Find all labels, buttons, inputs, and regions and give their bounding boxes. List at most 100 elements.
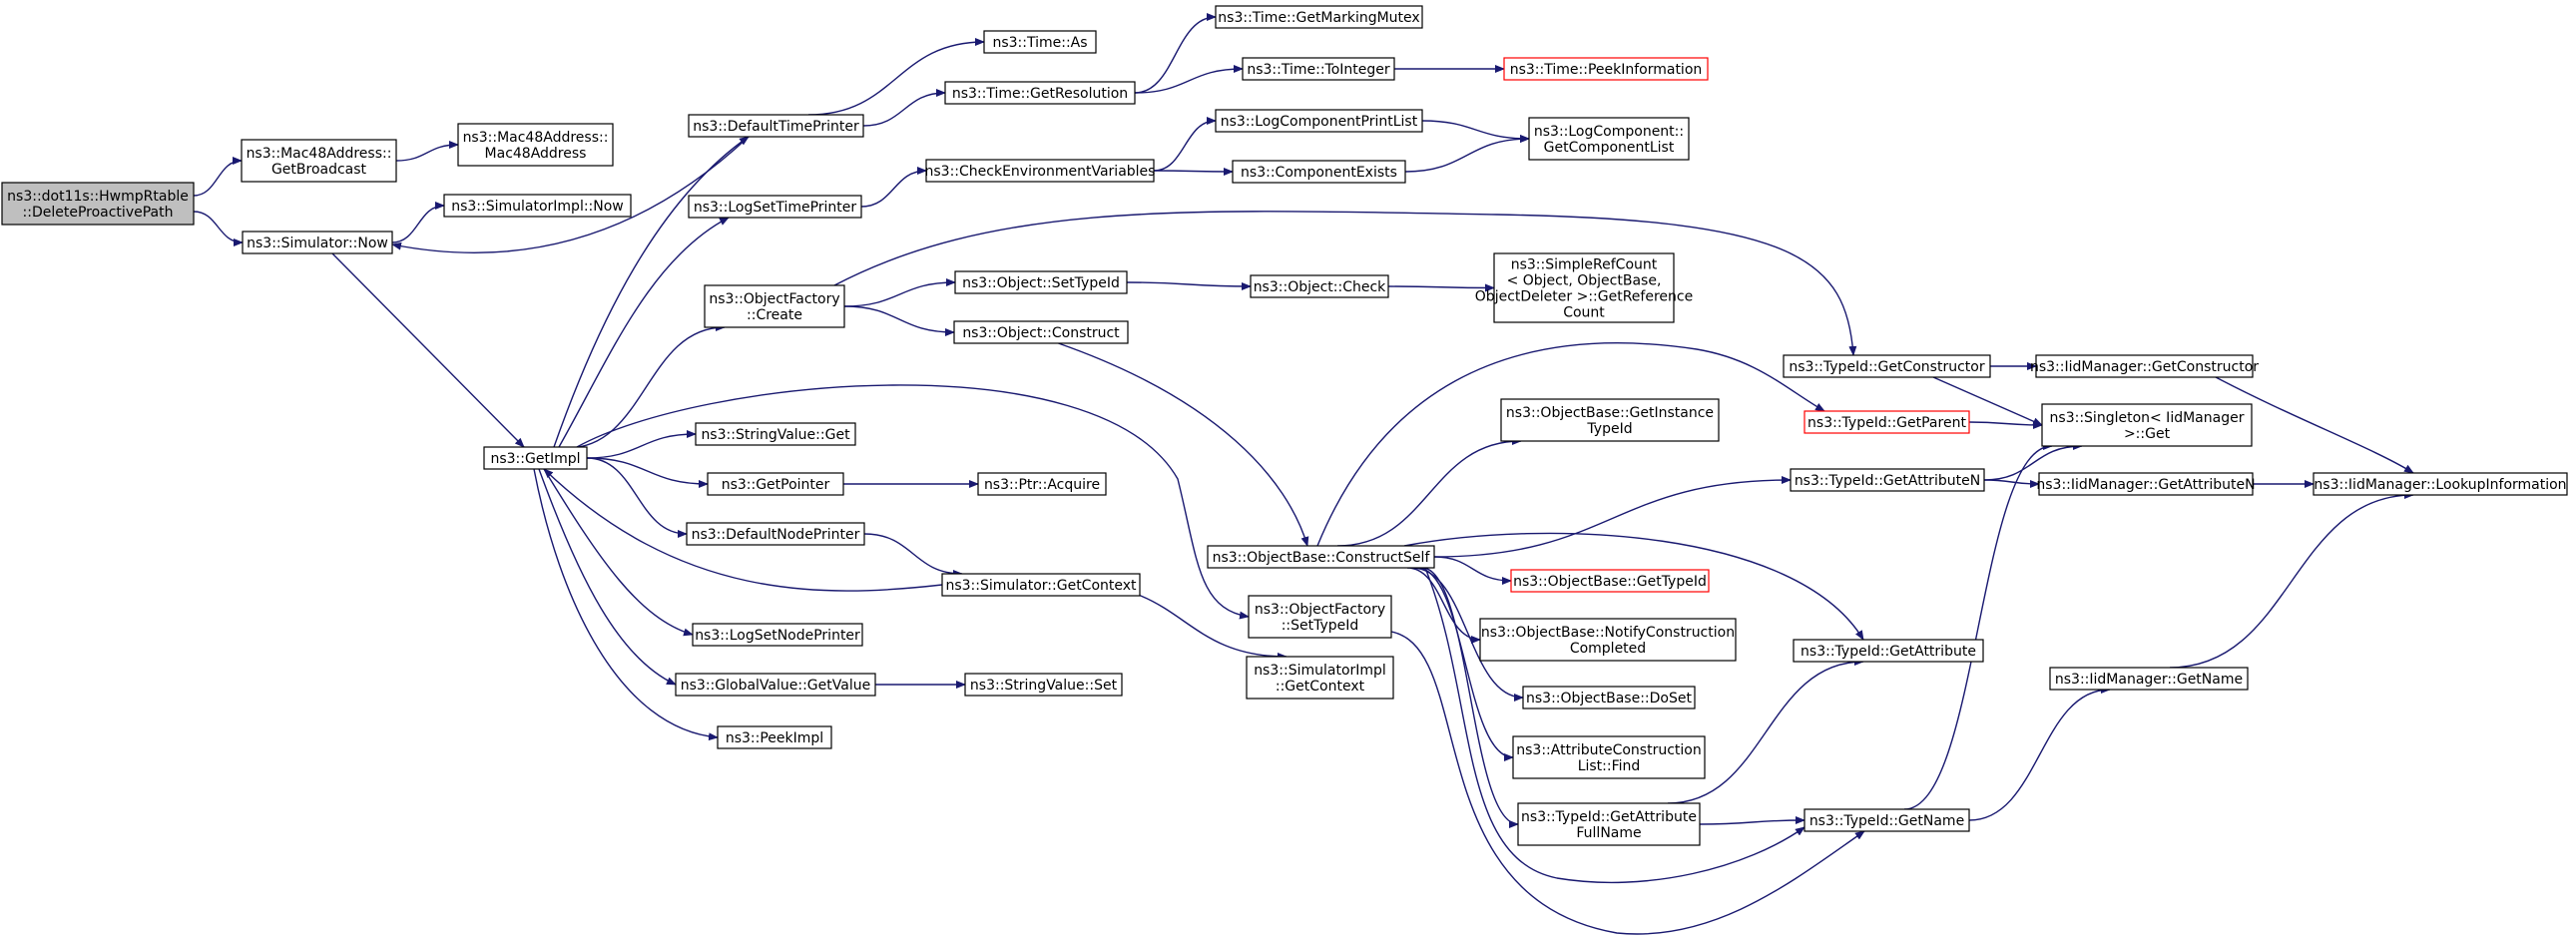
node-box [1207, 545, 1435, 569]
node-root[interactable]: ns3::dot11s::HwmpRtable::DeleteProactive… [1, 182, 195, 226]
node-simimpl-now[interactable]: ns3::SimulatorImpl::Now [443, 194, 632, 218]
node-label: ObjectDeleter >::GetReference [1475, 289, 1693, 305]
e-simnow-getimpl [331, 252, 525, 448]
node-stringvalue-set[interactable]: ns3::StringValue::Set [964, 673, 1123, 697]
node-label: ns3::TypeId::GetAttributeN [1795, 473, 1980, 489]
node-default-time-printer[interactable]: ns3::DefaultTimePrinter [688, 114, 864, 138]
node-objbase-gettypeid[interactable]: ns3::ObjectBase::GetTypeId [1510, 569, 1710, 593]
node-ptr-acquire[interactable]: ns3::Ptr::Acquire [977, 472, 1107, 496]
node-logcomp-printlist[interactable]: ns3::LogComponentPrintList [1215, 109, 1423, 133]
node-getpointer[interactable]: ns3::GetPointer [707, 472, 844, 496]
e-getparent-singleton [1968, 420, 2043, 429]
node-box [1232, 160, 1406, 184]
node-box [2035, 354, 2254, 378]
node-box [944, 81, 1136, 105]
node-box [1803, 410, 1970, 434]
node-object-construct[interactable]: ns3::Object::Construct [953, 320, 1129, 344]
node-box [1242, 57, 1395, 81]
node-peekimpl[interactable]: ns3::PeekImpl [717, 725, 832, 749]
node-typeid-getname[interactable]: ns3::TypeId::GetName [1803, 808, 1970, 832]
node-label: ns3::IidManager::GetAttributeN [2036, 477, 2255, 493]
node-label: ns3::Mac48Address:: [463, 130, 609, 146]
e-getattributen-iid [1983, 479, 2040, 488]
node-typeid-getattribute[interactable]: ns3::TypeId::GetAttribute [1793, 639, 1984, 663]
e-root-mac48 [193, 157, 243, 197]
e-getname-singleton [1903, 442, 2053, 810]
node-label: ns3::ObjectBase::NotifyConstruction [1481, 625, 1735, 641]
node-sim-now[interactable]: ns3::Simulator::Now [242, 231, 393, 254]
e-cself-find [1416, 567, 1514, 761]
node-label: TypeId [1586, 421, 1632, 437]
node-label: ns3::LogSetTimePrinter [694, 200, 857, 216]
e-ltp-cev [860, 167, 927, 208]
e-cself-getattributen [1433, 476, 1792, 558]
node-stringvalue-get[interactable]: ns3::StringValue::Get [695, 422, 856, 446]
node-simplerefcount[interactable]: ns3::SimpleRefCount< Object, ObjectBase,… [1475, 252, 1693, 323]
node-box [1246, 656, 1394, 700]
e-ofc-construct [843, 305, 955, 336]
node-globalvalue-getvalue[interactable]: ns3::GlobalValue::GetValue [675, 673, 876, 697]
e-getconstructor-singleton [1932, 376, 2043, 426]
node-logset-time-printer[interactable]: ns3::LogSetTimePrinter [688, 195, 862, 219]
node-label: List::Find [1578, 758, 1641, 774]
node-logcomp-getlist[interactable]: ns3::LogComponent::GetComponentList [1528, 117, 1690, 161]
node-objbase-doset[interactable]: ns3::ObjectBase::DoSet [1522, 686, 1696, 709]
node-box [686, 522, 865, 546]
e-iidgetconstructor-lookup [2215, 376, 2414, 474]
node-objfactory-create[interactable]: ns3::ObjectFactory::Create [704, 284, 845, 328]
node-typeid-getconstructor[interactable]: ns3::TypeId::GetConstructor [1783, 354, 1991, 378]
node-objbase-notify[interactable]: ns3::ObjectBase::NotifyConstructionCompl… [1479, 618, 1737, 662]
node-typeid-getattributen[interactable]: ns3::TypeId::GetAttributeN [1790, 468, 1985, 492]
node-logset-node-printer[interactable]: ns3::LogSetNodePrinter [692, 623, 863, 647]
node-time-as[interactable]: ns3::Time::As [983, 30, 1097, 54]
node-label: < Object, ObjectBase, [1507, 273, 1662, 289]
node-typeid-getparent[interactable]: ns3::TypeId::GetParent [1803, 410, 1970, 434]
node-box [953, 320, 1129, 344]
node-iid-lookupinfo[interactable]: ns3::IidManager::LookupInformation [2313, 472, 2568, 496]
node-component-exists[interactable]: ns3::ComponentExists [1232, 160, 1406, 184]
node-label: ns3::SimpleRefCount [1511, 257, 1658, 273]
node-label: ns3::TypeId::GetConstructor [1789, 359, 1984, 375]
node-time-tointeger[interactable]: ns3::Time::ToInteger [1242, 57, 1395, 81]
node-box [983, 30, 1097, 54]
node-box [925, 159, 1155, 183]
node-time-getresolution[interactable]: ns3::Time::GetResolution [944, 81, 1136, 105]
node-check-env-vars[interactable]: ns3::CheckEnvironmentVariables [925, 159, 1156, 183]
node-iid-getconstructor[interactable]: ns3::IidManager::GetConstructor [2030, 354, 2259, 378]
node-box [2041, 403, 2253, 447]
node-label: ns3::Singleton< IidManager [2050, 410, 2245, 426]
node-box [1517, 802, 1701, 846]
e-exists-getlist [1404, 135, 1530, 173]
node-box [1503, 57, 1709, 81]
node-objbase-constructself[interactable]: ns3::ObjectBase::ConstructSelf [1207, 545, 1435, 569]
node-label: ns3::LogSetNodePrinter [695, 628, 860, 644]
node-label: ns3::Ptr::Acquire [984, 477, 1100, 493]
node-sim-getcontext[interactable]: ns3::Simulator::GetContext [941, 573, 1141, 597]
node-default-node-printer[interactable]: ns3::DefaultNodePrinter [686, 522, 865, 546]
node-time-getmarkingmutex[interactable]: ns3::Time::GetMarkingMutex [1215, 5, 1423, 29]
node-label: ns3::GetPointer [722, 477, 830, 493]
e-getimpl-ofsettypeid [576, 384, 1250, 620]
edges [193, 13, 2414, 935]
node-singleton-get[interactable]: ns3::Singleton< IidManager>::Get [2041, 403, 2253, 447]
node-iid-getattributen[interactable]: ns3::IidManager::GetAttributeN [2036, 472, 2256, 496]
node-label: FullName [1576, 825, 1641, 841]
e-simnow-simimplnow [391, 202, 445, 243]
node-mac48-getbroadcast[interactable]: ns3::Mac48Address::GetBroadcast [241, 139, 397, 183]
node-getimpl[interactable]: ns3::GetImpl [483, 446, 588, 470]
e-getimpl-ofc [566, 323, 726, 449]
e-iidgetname-lookup [2169, 491, 2414, 669]
node-objfactory-settypeid[interactable]: ns3::ObjectFactory::SetTypeId [1248, 595, 1392, 639]
node-time-peekinformation[interactable]: ns3::Time::PeekInformation [1503, 57, 1709, 81]
node-iid-getname[interactable]: ns3::IidManager::GetName [2049, 667, 2249, 691]
node-simimpl-getcontext[interactable]: ns3::SimulatorImpl::GetContext [1246, 656, 1394, 700]
node-object-check[interactable]: ns3::Object::Check [1250, 274, 1389, 298]
e-cself-getinstance [1336, 437, 1522, 547]
node-object-settypeid[interactable]: ns3::Object::SetTypeId [954, 270, 1128, 294]
node-box [704, 284, 845, 328]
node-mac48-ctor[interactable]: ns3::Mac48Address::Mac48Address [457, 123, 614, 167]
node-label: ns3::ObjectFactory [709, 291, 839, 307]
